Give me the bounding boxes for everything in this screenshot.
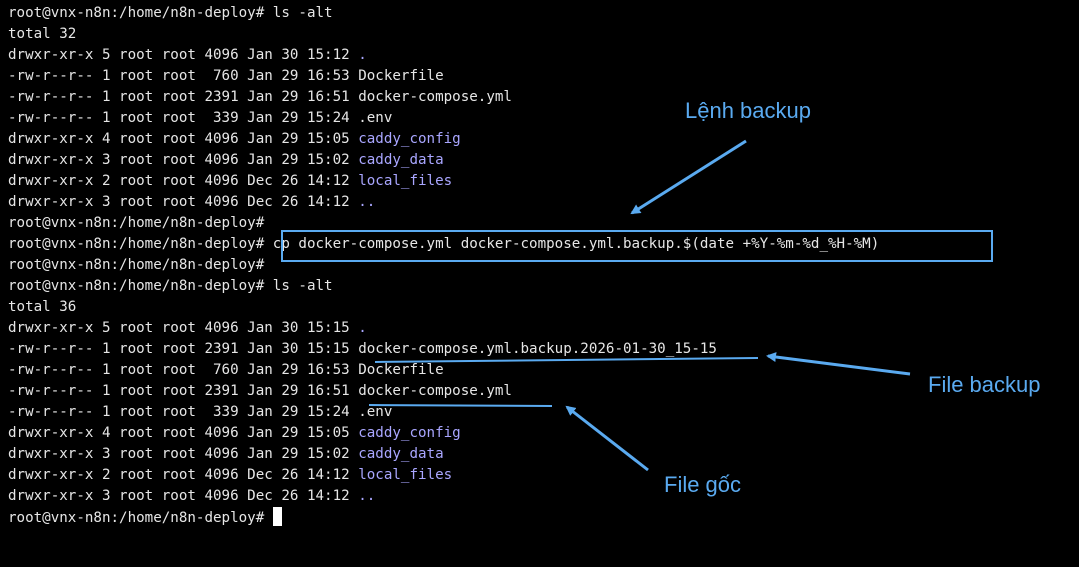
line-text: -rw-r--r-- 1 root root 2391 Jan 29 16:51 [8,89,359,105]
directory-name: caddy_config [358,131,461,147]
terminal-line: drwxr-xr-x 3 root root 4096 Jan 29 15:02… [8,444,1068,465]
terminal-line: total 36 [8,297,1068,318]
terminal-line: drwxr-xr-x 4 root root 4096 Jan 29 15:05… [8,423,1068,444]
line-text: drwxr-xr-x 5 root root 4096 Jan 30 15:12 [8,47,359,63]
terminal-output[interactable]: root@vnx-n8n:/home/n8n-deploy# ls -alt to… [8,3,1068,563]
terminal-line: drwxr-xr-x 3 root root 4096 Jan 29 15:02… [8,150,1068,171]
backup-file-underline [374,357,759,363]
terminal-line: -rw-r--r-- 1 root root 760 Jan 29 16:53 … [8,360,1068,381]
line-text: root@vnx-n8n:/home/n8n-deploy# ls -alt [8,5,333,21]
terminal-line: -rw-r--r-- 1 root root 339 Jan 29 15:24 … [8,402,1068,423]
file-name: docker-compose.yml.backup.2026-01-30_15-… [358,341,717,357]
original-file-label: File gốc [664,472,742,497]
line-text: drwxr-xr-x 4 root root 4096 Jan 29 15:05 [8,131,359,147]
directory-name: local_files [358,173,453,189]
backup-file-label: File backup [928,372,1041,397]
line-text: -rw-r--r-- 1 root root 760 Jan 29 16:53 [8,68,359,84]
line-text: -rw-r--r-- 1 root root 760 Jan 29 16:53 [8,362,359,378]
line-text: root@vnx-n8n:/home/n8n-deploy# [8,510,265,526]
file-name: docker-compose.yml [358,89,512,105]
line-text: drwxr-xr-x 4 root root 4096 Jan 29 15:05 [8,425,359,441]
terminal-line: drwxr-xr-x 2 root root 4096 Dec 26 14:12… [8,171,1068,192]
directory-name: . [358,47,367,63]
terminal-line: -rw-r--r-- 1 root root 2391 Jan 30 15:15… [8,339,1068,360]
line-text: total 32 [8,26,77,42]
terminal-line: -rw-r--r-- 1 root root 2391 Jan 29 16:51… [8,87,1068,108]
line-text: drwxr-xr-x 3 root root 4096 Dec 26 14:12 [8,488,359,504]
terminal-line: root@vnx-n8n:/home/n8n-deploy# cp docker… [8,234,1068,255]
terminal-line: drwxr-xr-x 3 root root 4096 Dec 26 14:12… [8,192,1068,213]
terminal-line: -rw-r--r-- 1 root root 339 Jan 29 15:24 … [8,108,1068,129]
line-text: -rw-r--r-- 1 root root 339 Jan 29 15:24 [8,404,359,420]
terminal-line: total 32 [8,24,1068,45]
terminal-line: root@vnx-n8n:/home/n8n-deploy# ls -alt [8,3,1068,24]
file-name: Dockerfile [358,362,444,378]
original-file-arrow [565,405,649,472]
file-name: Dockerfile [358,68,444,84]
terminal-line: root@vnx-n8n:/home/n8n-deploy# [8,213,1068,234]
text-cursor [273,507,283,526]
terminal-line: root@vnx-n8n:/home/n8n-deploy# [8,255,1068,276]
directory-name: caddy_data [358,152,444,168]
line-text: drwxr-xr-x 3 root root 4096 Dec 26 14:12 [8,194,359,210]
backup-command-label: Lệnh backup [685,98,811,123]
line-text: drwxr-xr-x 2 root root 4096 Dec 26 14:12 [8,467,359,483]
line-text: root@vnx-n8n:/home/n8n-deploy# [8,257,265,273]
line-text: root@vnx-n8n:/home/n8n-deploy# [8,215,265,231]
terminal-line: root@vnx-n8n:/home/n8n-deploy# [8,507,1068,528]
directory-name: local_files [358,467,453,483]
terminal-line: drwxr-xr-x 4 root root 4096 Jan 29 15:05… [8,129,1068,150]
terminal-line: drwxr-xr-x 3 root root 4096 Dec 26 14:12… [8,486,1068,507]
terminal-line: -rw-r--r-- 1 root root 760 Jan 29 16:53 … [8,66,1068,87]
file-name: docker-compose.yml [358,383,512,399]
backup-command-arrow [630,139,747,215]
directory-name: caddy_data [358,446,444,462]
original-file-underline [368,404,553,407]
line-text: root@vnx-n8n:/home/n8n-deploy# ls -alt [8,278,333,294]
line-text: drwxr-xr-x 3 root root 4096 Jan 29 15:02 [8,152,359,168]
line-text: -rw-r--r-- 1 root root 2391 Jan 30 15:15 [8,341,359,357]
directory-name: caddy_config [358,425,461,441]
line-text: total 36 [8,299,77,315]
line-text: drwxr-xr-x 3 root root 4096 Jan 29 15:02 [8,446,359,462]
file-name: .env [358,110,393,126]
file-name: .env [358,404,393,420]
line-text: drwxr-xr-x 5 root root 4096 Jan 30 15:15 [8,320,359,336]
directory-name: .. [358,194,376,210]
line-text: root@vnx-n8n:/home/n8n-deploy# cp docker… [8,236,880,252]
line-text: -rw-r--r-- 1 root root 339 Jan 29 15:24 [8,110,359,126]
terminal-line: -rw-r--r-- 1 root root 2391 Jan 29 16:51… [8,381,1068,402]
directory-name: .. [358,488,376,504]
terminal-line: drwxr-xr-x 2 root root 4096 Dec 26 14:12… [8,465,1068,486]
line-text: -rw-r--r-- 1 root root 2391 Jan 29 16:51 [8,383,359,399]
backup-file-arrow [766,352,911,376]
terminal-line: drwxr-xr-x 5 root root 4096 Jan 30 15:12… [8,45,1068,66]
terminal-line: root@vnx-n8n:/home/n8n-deploy# ls -alt [8,276,1068,297]
command-highlight-box [281,230,993,262]
directory-name: . [358,320,367,336]
line-text: drwxr-xr-x 2 root root 4096 Dec 26 14:12 [8,173,359,189]
terminal-line: drwxr-xr-x 5 root root 4096 Jan 30 15:15… [8,318,1068,339]
